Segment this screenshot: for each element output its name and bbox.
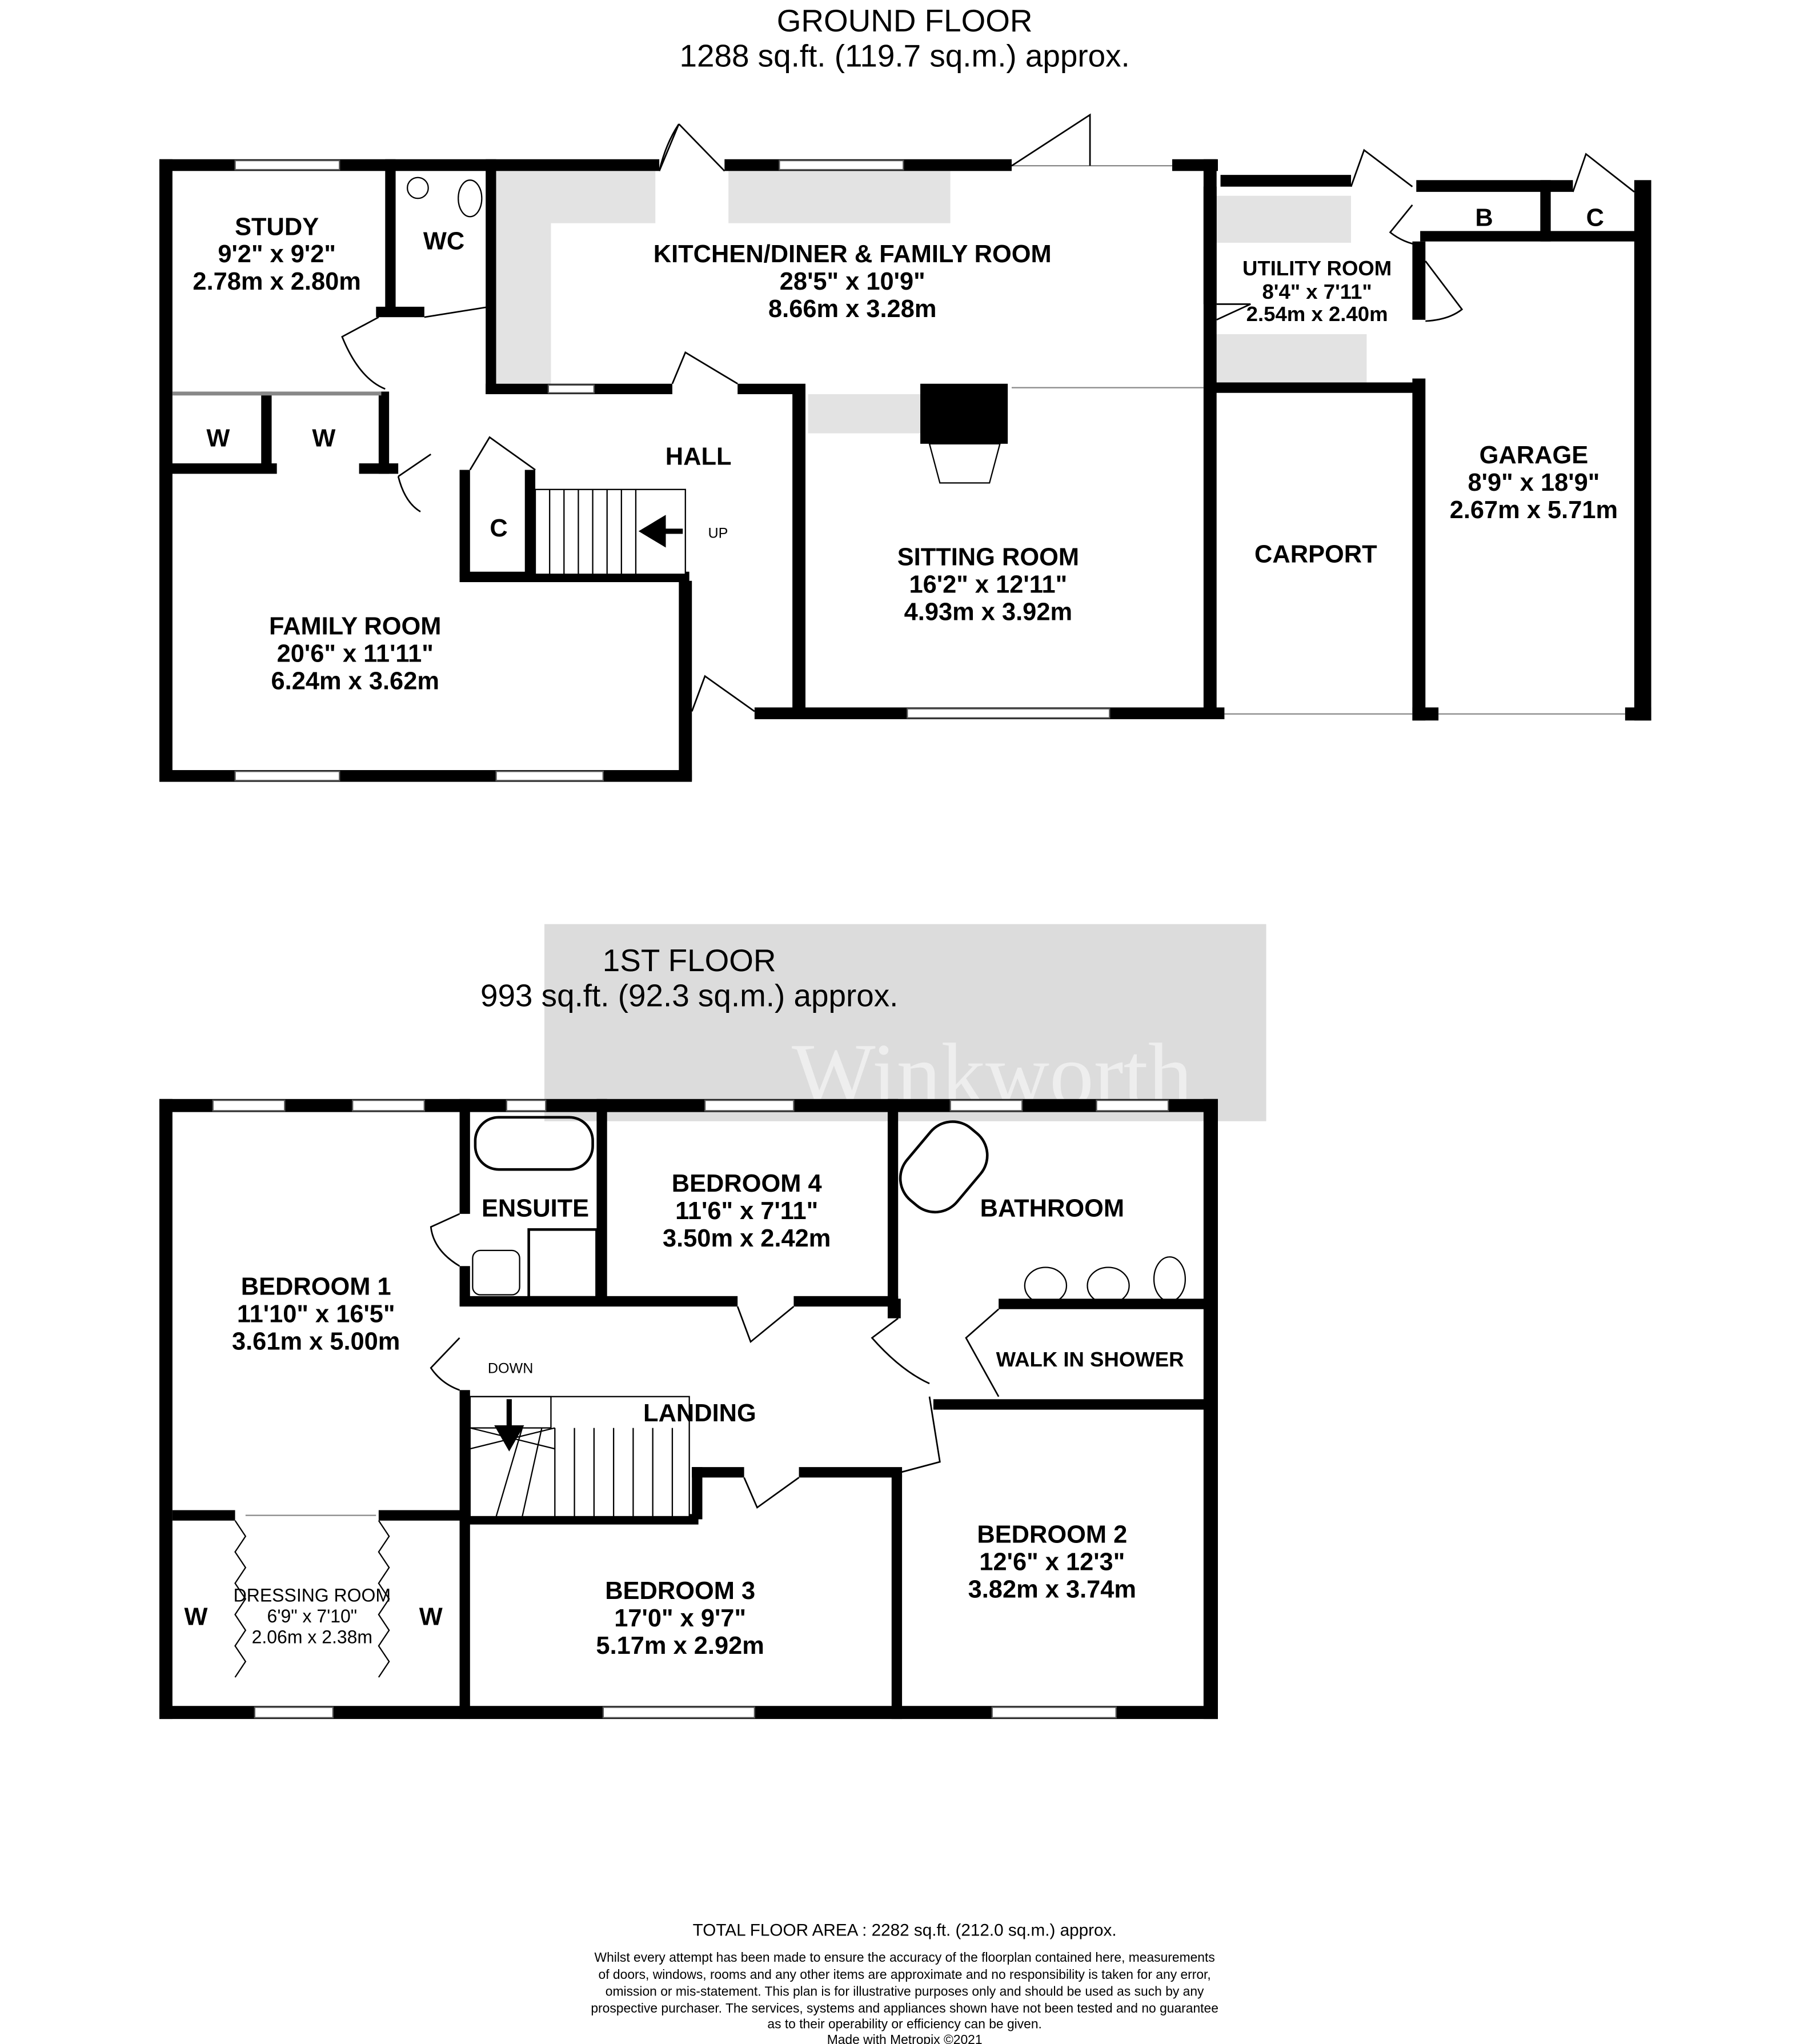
svg-text:BEDROOM 2: BEDROOM 2	[977, 1521, 1127, 1549]
disclaimer-line: prospective purchaser. The services, sys…	[591, 2001, 1218, 2015]
room-ensuite: ENSUITE	[482, 1195, 589, 1222]
svg-text:2.67m x 5.71m: 2.67m x 5.71m	[1450, 496, 1618, 524]
room-bedroom-1: BEDROOM 1 11'10" x 16'5" 3.61m x 5.00m	[232, 1273, 400, 1356]
svg-text:6'9" x 7'10": 6'9" x 7'10"	[267, 1606, 358, 1626]
disclaimer-line: omission or mis-statement. This plan is …	[606, 1983, 1204, 1998]
room-bedroom-2: BEDROOM 2 12'6" x 12'3" 3.82m x 3.74m	[968, 1521, 1136, 1604]
stairs-down-label: DOWN	[488, 1361, 534, 1377]
ground-floor-area: 1288 sq.ft. (119.7 sq.m.) approx.	[679, 38, 1129, 74]
svg-text:BEDROOM 3: BEDROOM 3	[605, 1577, 755, 1605]
svg-text:BEDROOM 4: BEDROOM 4	[672, 1170, 822, 1197]
disclaimer-line: as to their operability or efficiency ca…	[767, 2017, 1042, 2031]
cupboard-c: C	[490, 515, 507, 542]
footer: TOTAL FLOOR AREA : 2282 sq.ft. (212.0 sq…	[591, 1921, 1218, 2044]
staircase	[534, 488, 686, 575]
svg-text:2.78m x 2.80m: 2.78m x 2.80m	[193, 268, 360, 295]
svg-text:2.54m x 2.40m: 2.54m x 2.40m	[1246, 302, 1388, 326]
svg-text:17'0" x 9'7": 17'0" x 9'7"	[614, 1605, 746, 1632]
svg-text:BEDROOM 1: BEDROOM 1	[241, 1273, 391, 1301]
svg-text:6.24m x 3.62m: 6.24m x 3.62m	[271, 667, 439, 695]
wardrobe-w: W	[419, 1604, 443, 1631]
svg-text:28'5" x 10'9": 28'5" x 10'9"	[780, 268, 925, 295]
room-wc: WC	[423, 227, 464, 255]
svg-text:STUDY: STUDY	[235, 213, 319, 241]
disclaimer-line: Whilst every attempt has been made to en…	[595, 1950, 1215, 1965]
room-garage: GARAGE 8'9" x 18'9" 2.67m x 5.71m	[1450, 442, 1618, 524]
svg-text:8'4" x 7'11": 8'4" x 7'11"	[1262, 280, 1372, 303]
svg-text:GARAGE: GARAGE	[1480, 442, 1589, 469]
watermark-box	[544, 924, 1266, 1121]
svg-text:3.61m x 5.00m: 3.61m x 5.00m	[232, 1328, 400, 1355]
cupboard-b: B	[1475, 204, 1493, 231]
room-utility: UTILITY ROOM 8'4" x 7'11" 2.54m x 2.40m	[1242, 256, 1392, 326]
room-carport: CARPORT	[1254, 541, 1377, 568]
credit: Made with Metropix ©2021	[827, 2032, 983, 2044]
first-floor-plan: 1ST FLOOR 993 sq.ft. (92.3 sq.m.) approx…	[159, 943, 1218, 1720]
svg-text:5.17m x 2.92m: 5.17m x 2.92m	[596, 1632, 764, 1660]
svg-text:12'6" x 12'3": 12'6" x 12'3"	[979, 1549, 1125, 1576]
svg-text:FAMILY ROOM: FAMILY ROOM	[269, 612, 441, 640]
stairs-up-label: UP	[708, 525, 728, 541]
total-floor-area: TOTAL FLOOR AREA : 2282 sq.ft. (212.0 sq…	[693, 1921, 1117, 1939]
svg-text:16'2" x 12'11": 16'2" x 12'11"	[909, 571, 1068, 598]
room-family: FAMILY ROOM 20'6" x 11'11" 6.24m x 3.62m	[269, 612, 441, 695]
room-bathroom: BATHROOM	[980, 1195, 1124, 1222]
room-study: STUDY 9'2" x 9'2" 2.78m x 2.80m	[193, 213, 360, 295]
svg-text:2.06m x 2.38m: 2.06m x 2.38m	[252, 1627, 372, 1648]
svg-text:9'2" x 9'2": 9'2" x 9'2"	[218, 241, 336, 268]
disclaimer-line: of doors, windows, rooms and any other i…	[599, 1967, 1211, 1982]
room-walk-in-shower: WALK IN SHOWER	[996, 1348, 1184, 1371]
cupboard-c: C	[1586, 204, 1604, 231]
svg-text:4.93m x 3.92m: 4.93m x 3.92m	[904, 598, 1072, 626]
svg-text:KITCHEN/DINER & FAMILY ROOM: KITCHEN/DINER & FAMILY ROOM	[654, 241, 1052, 268]
svg-text:11'6" x 7'11": 11'6" x 7'11"	[675, 1197, 818, 1225]
svg-text:8.66m x 3.28m: 8.66m x 3.28m	[768, 295, 936, 323]
room-kitchen: KITCHEN/DINER & FAMILY ROOM 28'5" x 10'9…	[654, 241, 1052, 323]
room-sitting: SITTING ROOM 16'2" x 12'11" 4.93m x 3.92…	[897, 543, 1079, 626]
staircase	[469, 1396, 690, 1518]
room-hall: HALL	[666, 443, 732, 470]
first-floor-area: 993 sq.ft. (92.3 sq.m.) approx.	[480, 978, 898, 1013]
room-bedroom-4: BEDROOM 4 11'6" x 7'11" 3.50m x 2.42m	[663, 1170, 831, 1252]
svg-text:20'6" x 11'11": 20'6" x 11'11"	[277, 640, 434, 667]
room-bedroom-3: BEDROOM 3 17'0" x 9'7" 5.17m x 2.92m	[596, 1577, 764, 1660]
svg-text:UTILITY ROOM: UTILITY ROOM	[1242, 256, 1392, 280]
svg-text:8'9" x 18'9": 8'9" x 18'9"	[1468, 469, 1600, 496]
wardrobe-w: W	[312, 424, 335, 452]
room-landing: LANDING	[643, 1400, 756, 1427]
wardrobe-w: W	[206, 424, 230, 452]
svg-text:3.82m x 3.74m: 3.82m x 3.74m	[968, 1576, 1136, 1604]
ground-floor-plan: GROUND FLOOR 1288 sq.ft. (119.7 sq.m.) a…	[159, 3, 1651, 782]
svg-text:3.50m x 2.42m: 3.50m x 2.42m	[663, 1225, 831, 1252]
first-floor-title: 1ST FLOOR	[603, 943, 776, 978]
svg-text:11'10" x 16'5": 11'10" x 16'5"	[237, 1301, 395, 1328]
room-dressing: DRESSING ROOM 6'9" x 7'10" 2.06m x 2.38m	[234, 1585, 391, 1647]
wardrobe-w: W	[185, 1604, 208, 1631]
svg-text:SITTING ROOM: SITTING ROOM	[897, 543, 1079, 571]
ground-floor-title: GROUND FLOOR	[777, 3, 1033, 38]
svg-text:DRESSING ROOM: DRESSING ROOM	[234, 1585, 391, 1605]
